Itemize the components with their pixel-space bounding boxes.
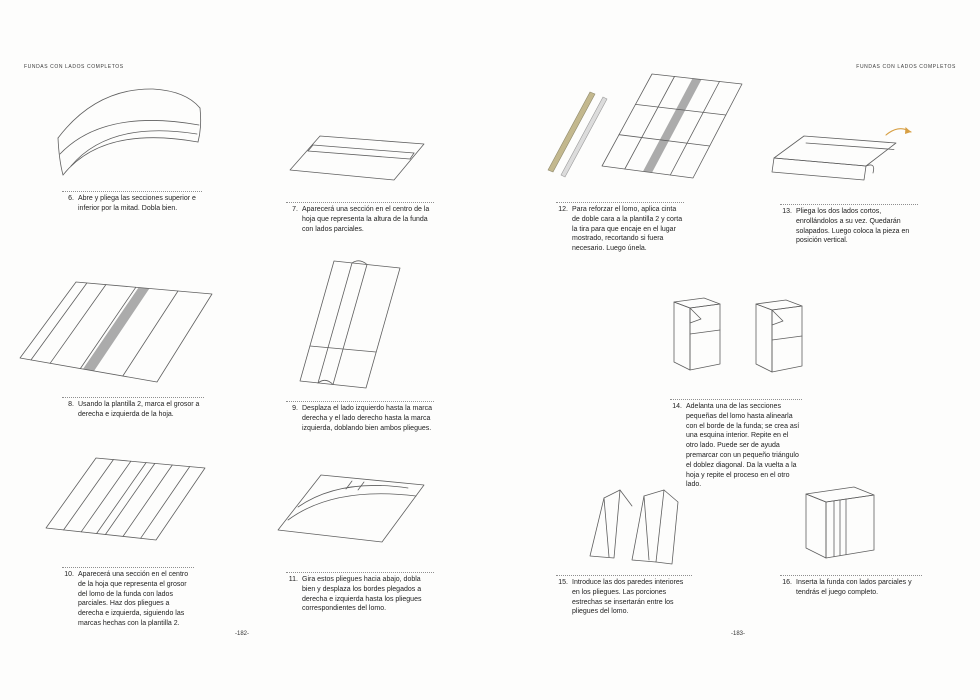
step-text: Usando la plantilla 2, marca el grosor a…	[78, 401, 200, 418]
step-7-caption: 7. Aparecerá una sección en el centro de…	[286, 202, 434, 234]
step-15-caption: 15. Introduce las dos paredes interiores…	[556, 575, 692, 617]
dotted-rule	[780, 575, 922, 576]
dotted-rule	[62, 191, 202, 192]
step-text: Para reforzar el lomo, aplica cinta de d…	[572, 206, 683, 253]
step-7-diagram	[289, 135, 425, 181]
step-8-diagram	[19, 281, 213, 383]
step-text: Abre y pliega las secciones superior e i…	[78, 195, 196, 212]
fold-direction-arrow-icon	[885, 127, 912, 136]
step-text: Gira estos pliegues hacia abajo, dobla b…	[302, 576, 422, 613]
dotted-rule	[556, 575, 692, 576]
step-14-diagram	[673, 297, 803, 373]
step-10-diagram	[45, 457, 206, 541]
step-6-caption: 6. Abre y pliega las secciones superior …	[62, 191, 202, 214]
dotted-rule	[556, 202, 684, 203]
step-text: Aparecerá una sección en el centro de la…	[78, 571, 189, 627]
step-12-caption: 12. Para reforzar el lomo, aplica cinta …	[556, 202, 684, 254]
step-text: Adelanta una de las secciones pequeñas d…	[686, 403, 800, 489]
step-9-caption: 9. Desplaza el lado izquierdo hasta la m…	[286, 401, 434, 433]
step-15-diagram	[589, 489, 679, 565]
step-number: 7.	[292, 206, 298, 213]
dotted-rule	[286, 202, 434, 203]
dotted-rule	[286, 401, 434, 402]
step-text: Inserta la funda con lados parciales y t…	[796, 579, 912, 596]
step-text: Introduce las dos paredes interiores en …	[572, 579, 684, 616]
step-10-caption: 10. Aparecerá una sección en el centro d…	[62, 567, 194, 629]
step-9-diagram	[299, 260, 401, 389]
step-number: 16.	[782, 579, 792, 586]
step-14-caption: 14. Adelanta una de las secciones pequeñ…	[670, 399, 802, 490]
step-11-caption: 11. Gira estos pliegues hacia abajo, dob…	[286, 572, 434, 614]
step-number: 10.	[64, 571, 74, 578]
dotted-rule	[62, 397, 204, 398]
dotted-rule	[62, 567, 194, 568]
step-11-diagram	[277, 474, 425, 543]
page-number-right: -183-	[730, 631, 745, 637]
running-header-left: FUNDAS CON LADOS COMPLETOS	[24, 64, 124, 70]
step-number: 15.	[558, 579, 568, 586]
dotted-rule	[780, 204, 918, 205]
step-13-caption: 13. Pliega los dos lados cortos, enrollá…	[780, 204, 918, 246]
dotted-rule	[286, 572, 434, 573]
page-number-left: -182-	[234, 631, 249, 637]
step-12-diagram	[547, 73, 743, 179]
step-6-diagram	[57, 88, 202, 176]
step-number: 6.	[68, 195, 74, 202]
step-number: 12.	[558, 206, 568, 213]
running-header-right: FUNDAS CON LADOS COMPLETOS	[856, 64, 956, 70]
step-text: Aparecerá una sección en el centro de la…	[302, 206, 430, 233]
dotted-rule	[670, 399, 802, 400]
step-number: 11.	[288, 576, 298, 583]
step-16-caption: 16. Inserta la funda con lados parciales…	[780, 575, 922, 598]
step-8-caption: 8. Usando la plantilla 2, marca el groso…	[62, 397, 204, 420]
step-number: 13.	[782, 208, 792, 215]
step-number: 14.	[672, 403, 682, 410]
step-number: 9.	[292, 405, 298, 412]
step-text: Pliega los dos lados cortos, enrollándol…	[796, 208, 910, 245]
step-13-diagram	[771, 127, 912, 181]
step-16-diagram	[805, 486, 875, 559]
step-text: Desplaza el lado izquierdo hasta la marc…	[302, 405, 432, 432]
step-number: 8.	[68, 401, 74, 408]
